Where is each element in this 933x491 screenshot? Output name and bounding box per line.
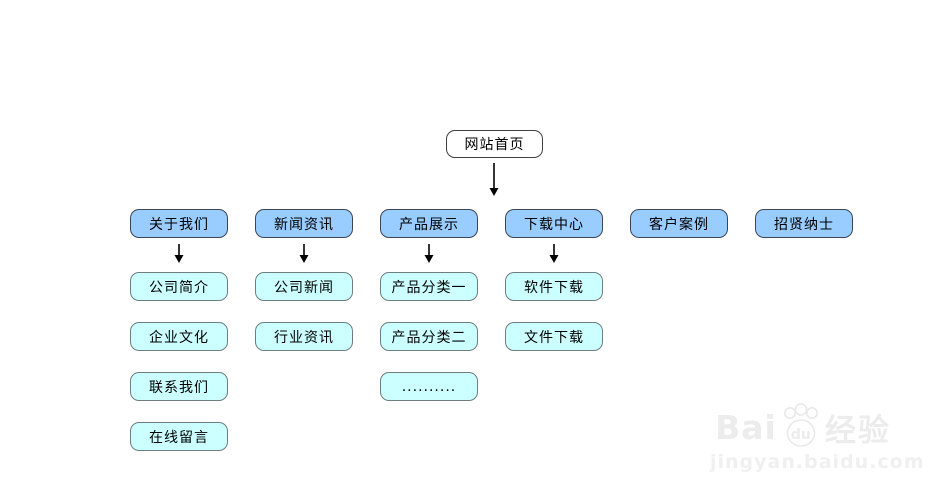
arrow-head xyxy=(174,255,184,263)
level2-node: 企业文化 xyxy=(130,322,228,351)
level2-node: .......... xyxy=(380,372,478,401)
baidu-paw-icon: du xyxy=(778,402,824,452)
watermark-url: jingyan.baidu.com xyxy=(710,451,925,473)
watermark-jingyan-text: 经验 xyxy=(824,412,891,449)
level1-node: 招贤纳士 xyxy=(755,209,853,238)
level2-node: 联系我们 xyxy=(130,372,228,401)
level2-node: 行业资讯 xyxy=(255,322,353,351)
level1-node: 下载中心 xyxy=(505,209,603,238)
level2-node: 产品分类一 xyxy=(380,272,478,301)
level2-node: 公司简介 xyxy=(130,272,228,301)
level1-node: 关于我们 xyxy=(130,209,228,238)
arrow-head xyxy=(489,188,499,196)
arrow-head xyxy=(424,255,434,263)
level1-node: 新闻资讯 xyxy=(255,209,353,238)
level1-node: 产品展示 xyxy=(380,209,478,238)
level2-node: 公司新闻 xyxy=(255,272,353,301)
baidu-jingyan-watermark: Bai du 经验 jingyan.baidu.com xyxy=(710,402,925,473)
level2-node: 产品分类二 xyxy=(380,322,478,351)
watermark-du-text: du xyxy=(790,427,811,443)
paw-icon-shape xyxy=(783,403,818,447)
arrow-head xyxy=(549,255,559,263)
arrow-head xyxy=(299,255,309,263)
root-node-homepage: 网站首页 xyxy=(446,130,543,158)
level1-node: 客户案例 xyxy=(630,209,728,238)
level2-node: 文件下载 xyxy=(505,322,603,351)
watermark-bai-text: Bai xyxy=(715,407,777,447)
level2-node: 软件下载 xyxy=(505,272,603,301)
watermark-logo-row: Bai du 经验 xyxy=(710,402,896,452)
level2-node: 在线留言 xyxy=(130,422,228,451)
